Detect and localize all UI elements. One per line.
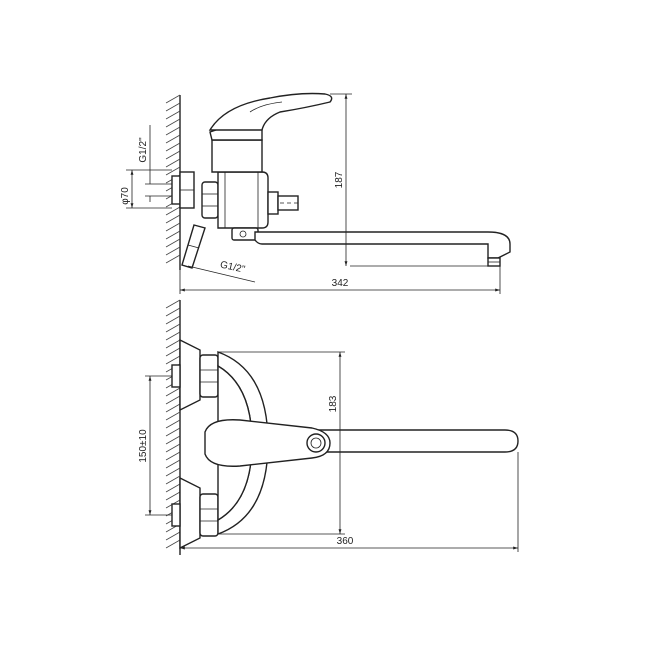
hatch-line: [165, 307, 181, 317]
dim-height-side-label: 187: [334, 171, 345, 188]
hatch-line: [165, 435, 181, 445]
hatch-line: [165, 451, 181, 461]
hatch-line: [165, 126, 181, 136]
dim-thread-top-label: G1/2": [138, 137, 149, 163]
dim-height-front-label: 183: [328, 395, 339, 412]
dim-length-front: 360: [179, 452, 519, 552]
hatch-line: [165, 347, 181, 357]
hatch-line: [165, 214, 181, 224]
hatch-line: [165, 355, 181, 365]
lever-handle-side: [208, 92, 333, 131]
hatch-line: [165, 411, 181, 421]
hatch-line: [165, 395, 181, 405]
eccentric-fitting-top: [181, 224, 206, 269]
hatch-line: [165, 158, 181, 168]
dim-diameter: φ70: [120, 169, 172, 209]
dim-thread-bottom: G1/2": [187, 260, 256, 283]
hatch-line: [165, 238, 181, 248]
hatch-line: [165, 222, 181, 232]
hatch-line: [165, 443, 181, 453]
hatch-line: [165, 427, 181, 437]
upper-connection: [171, 338, 219, 412]
hatch-line: [165, 459, 181, 469]
hatch-line: [165, 403, 181, 413]
hatch-line: [165, 483, 181, 493]
outlet-stub-side: [267, 191, 300, 215]
dim-diameter-label: φ70: [120, 187, 131, 205]
hatch-line: [165, 110, 181, 120]
hatch-line: [165, 299, 181, 309]
hatch-line: [165, 467, 181, 477]
hatch-line: [165, 315, 181, 325]
hatch-line: [165, 206, 181, 216]
hatch-line: [165, 230, 181, 240]
wall-flange-top: [171, 171, 195, 209]
hatch-line: [165, 339, 181, 349]
dim-length-side-label: 342: [332, 278, 349, 289]
diverter-side: [231, 227, 259, 241]
hatch-line: [165, 118, 181, 128]
connection-nut-top: [201, 181, 219, 219]
hatch-line: [165, 323, 181, 333]
dim-length-front-label: 360: [337, 536, 354, 547]
cartridge-housing: [209, 125, 263, 173]
side-view: φ70 G1/2" G1/2" 187 342: [120, 92, 511, 294]
spout-front: [299, 429, 519, 453]
hatch-line: [165, 475, 181, 485]
hatch-line: [165, 102, 181, 112]
dim-height-side: 187: [330, 93, 500, 267]
hatch-line: [165, 419, 181, 429]
hatch-line: [165, 331, 181, 341]
hatch-line: [165, 150, 181, 160]
hatch-line: [165, 246, 181, 256]
hatch-line: [165, 531, 181, 541]
lever-handle-front: [204, 419, 331, 467]
mixer-body-side: [217, 171, 269, 229]
hatch-line: [165, 166, 181, 176]
hatch-line: [165, 94, 181, 104]
dim-spacing: 150±10: [138, 375, 172, 516]
hatch-line: [165, 254, 181, 264]
dim-spacing-label: 150±10: [138, 429, 149, 463]
dim-thread-bottom-label: G1/2": [219, 260, 246, 276]
hatch-line: [165, 539, 181, 549]
lower-connection: [171, 476, 219, 550]
hatch-line: [165, 134, 181, 144]
hatch-line: [165, 142, 181, 152]
front-view: 150±10 183 360: [138, 299, 519, 555]
dim-length-side: 342: [179, 266, 501, 294]
dim-thread-top: G1/2": [138, 125, 172, 202]
spout-side: [254, 231, 511, 267]
hatch-line: [165, 387, 181, 397]
dim-height-front: 183: [218, 351, 345, 535]
hatch-line: [165, 491, 181, 501]
